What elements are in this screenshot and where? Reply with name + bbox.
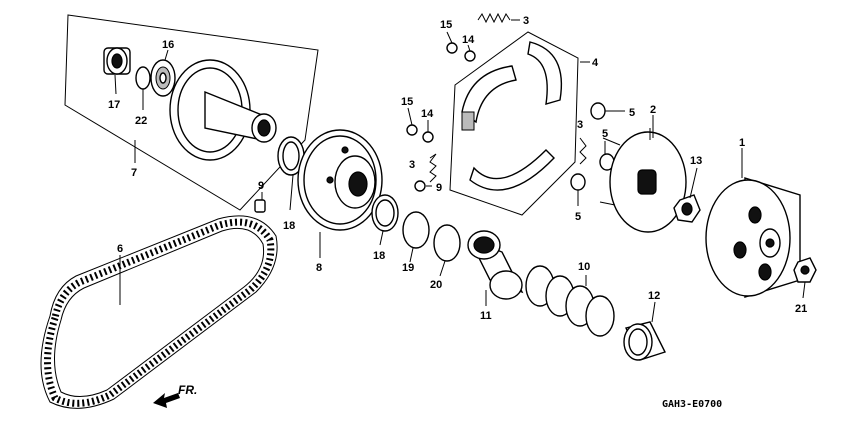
callout-14-top: 14 (462, 34, 475, 46)
callout-9-left: 9 (258, 180, 264, 192)
part-14-nut-mid (422, 131, 434, 143)
callout-1: 1 (739, 137, 745, 149)
callout-18-lower: 18 (373, 250, 385, 262)
direction-label: FR. (178, 383, 197, 397)
callout-15-top: 15 (440, 19, 452, 31)
part-20-o-ring (433, 224, 461, 262)
callout-9-center: 9 (436, 182, 442, 194)
callout-6: 6 (117, 243, 123, 255)
callout-5-lower: 5 (575, 211, 581, 223)
part-18-ring-upper (277, 136, 305, 176)
part-2-drive-plate (599, 128, 687, 233)
callout-14-mid: 14 (421, 108, 434, 120)
part-22-seal-ring (135, 66, 151, 90)
leader-lines (114, 19, 806, 323)
callout-19: 19 (402, 262, 414, 274)
part-16-ball-bearing (150, 59, 176, 97)
front-direction-arrow-icon (153, 393, 180, 408)
callout-3-top: 3 (523, 15, 529, 27)
part-15-washer-mid (406, 124, 418, 136)
part-7-drive-face (169, 59, 277, 161)
part-15-washer-top (446, 42, 458, 54)
callout-12: 12 (648, 290, 660, 302)
callout-17: 17 (108, 99, 120, 111)
callout-18-upper: 18 (283, 220, 295, 232)
part-13-nut (673, 194, 701, 223)
part-12-collar (623, 321, 666, 361)
callout-15-mid: 15 (401, 96, 413, 108)
callout-20: 20 (430, 279, 442, 291)
part-5-bushing-upper (590, 102, 606, 120)
callout-2: 2 (650, 104, 656, 116)
callout-22: 22 (135, 115, 147, 127)
part-9-bolt-center (414, 180, 426, 192)
clutch-shoe-group-outline (449, 31, 579, 216)
part-19-o-ring (402, 211, 430, 249)
part-18-ring-lower (371, 194, 399, 232)
part-3-spring-mid (429, 153, 437, 183)
part-10-spring (525, 265, 615, 337)
part-17-needle-bearing (103, 47, 131, 75)
part-3-spring-right (579, 137, 587, 165)
callout-13: 13 (690, 155, 702, 167)
part-21-nut (793, 257, 817, 283)
part-9-bolt-left (254, 199, 266, 213)
callout-5-mid: 5 (602, 128, 608, 140)
callout-7: 7 (131, 167, 137, 179)
part-11-collar (467, 230, 524, 300)
part-14-nut-top (464, 50, 476, 62)
part-1-clutch-outer (705, 177, 801, 298)
callout-10: 10 (578, 261, 590, 273)
part-8-clutch-plate (297, 129, 383, 231)
part-6-drive-belt (40, 215, 278, 409)
callout-21: 21 (795, 303, 807, 315)
drive-face-group-outline (64, 14, 319, 211)
callout-11: 11 (480, 310, 492, 322)
diagram-code: GAH3-E0700 (662, 399, 722, 410)
part-5-bushing-lower (570, 173, 586, 191)
callout-8: 8 (316, 262, 322, 274)
callout-5-upper: 5 (629, 107, 635, 119)
callout-4: 4 (592, 57, 599, 69)
callout-3-right: 3 (577, 119, 583, 131)
callout-16: 16 (162, 39, 174, 51)
part-3-spring-top (477, 12, 511, 24)
part-4-clutch-shoes (461, 41, 562, 191)
callout-3-mid: 3 (409, 159, 415, 171)
